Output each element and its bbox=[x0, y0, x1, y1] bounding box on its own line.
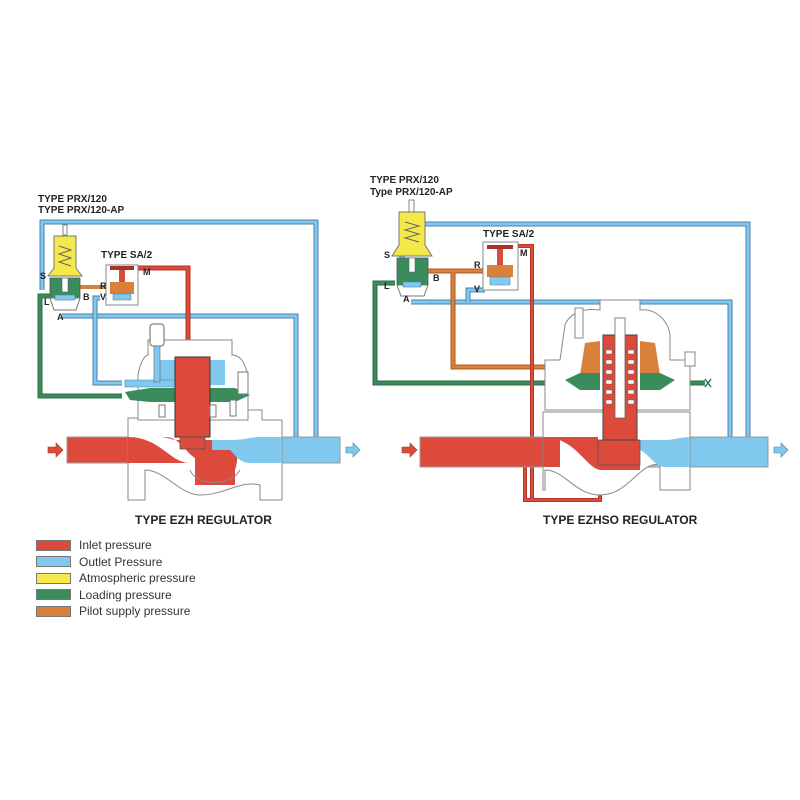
ezh-port-r: R bbox=[100, 281, 107, 291]
ezh-port-l: L bbox=[44, 297, 50, 307]
ezhso-port-l: L bbox=[384, 281, 390, 291]
ezhso-main-pipe bbox=[419, 411, 769, 496]
ezhso-port-m: M bbox=[520, 248, 528, 258]
ezh-prx-label-1: TYPE PRX/120 bbox=[38, 194, 107, 205]
ezhso-caption: TYPE EZHSO REGULATOR bbox=[543, 513, 698, 527]
ezh-loading-line bbox=[37, 293, 122, 399]
legend-swatch-outlet bbox=[36, 556, 71, 568]
ezh-caption: TYPE EZH REGULATOR bbox=[135, 513, 272, 527]
ezhso-port-a: A bbox=[403, 294, 410, 304]
ezhso-sa2-label: TYPE SA/2 bbox=[483, 229, 535, 240]
ezhso-sa2-pilot bbox=[482, 241, 519, 291]
legend-swatch-atmospheric bbox=[36, 572, 71, 584]
ezhso-regulator-diagram: TYPE PRX/120 Type PRX/120-AP TYPE SA/2 S… bbox=[370, 175, 789, 527]
ezhso-loading-line bbox=[372, 280, 705, 386]
ezhso-vent-valve-icon bbox=[704, 378, 712, 388]
legend-item-loading: Loading pressure bbox=[36, 587, 196, 604]
ezh-port-s: S bbox=[40, 271, 46, 281]
ezhso-prx-label-2: Type PRX/120-AP bbox=[370, 187, 453, 198]
ezh-outlet-lines bbox=[39, 219, 319, 438]
ezh-port-m: M bbox=[143, 267, 151, 277]
ezhso-port-s: S bbox=[384, 250, 390, 260]
legend-label: Outlet Pressure bbox=[79, 554, 163, 569]
ezhso-actuator bbox=[544, 299, 712, 441]
ezh-port-a: A bbox=[57, 312, 64, 322]
ezh-port-b: B bbox=[83, 292, 90, 302]
ezhso-port-r: R bbox=[474, 260, 481, 270]
ezh-sa2-label: TYPE SA/2 bbox=[101, 250, 153, 261]
ezh-sa2-pilot bbox=[105, 264, 139, 306]
legend-item-inlet: Inlet pressure bbox=[36, 537, 196, 554]
legend-item-atmospheric: Atmospheric pressure bbox=[36, 570, 196, 587]
legend: Inlet pressure Outlet Pressure Atmospher… bbox=[36, 537, 196, 620]
ezhso-port-v: V bbox=[474, 284, 480, 294]
legend-item-outlet: Outlet Pressure bbox=[36, 554, 196, 571]
ezhso-prx-label-1: TYPE PRX/120 bbox=[370, 175, 439, 186]
ezhso-spring-icon bbox=[605, 349, 635, 405]
ezh-actuator bbox=[124, 323, 250, 450]
legend-item-pilot-supply: Pilot supply pressure bbox=[36, 603, 196, 620]
ezhso-prx-pilot bbox=[391, 199, 433, 297]
ezh-inlet-arrow-icon bbox=[47, 442, 64, 458]
ezh-inlet-line bbox=[130, 265, 191, 360]
legend-swatch-pilot-supply bbox=[36, 605, 71, 617]
ezhso-port-b: B bbox=[433, 273, 440, 283]
legend-swatch-inlet bbox=[36, 539, 71, 551]
ezh-prx-label-2: TYPE PRX/120-AP bbox=[38, 205, 124, 216]
ezh-port-v: V bbox=[100, 292, 106, 302]
ezh-prx-pilot bbox=[47, 224, 83, 311]
legend-label: Loading pressure bbox=[79, 587, 172, 602]
ezhso-inlet-arrow-icon bbox=[401, 442, 418, 458]
ezh-main-pipe bbox=[66, 403, 341, 501]
legend-label: Atmospheric pressure bbox=[79, 571, 196, 586]
ezhso-outlet-arrow-icon bbox=[773, 442, 789, 458]
legend-swatch-loading bbox=[36, 589, 71, 601]
ezh-regulator-diagram: TYPE PRX/120 TYPE PRX/120-AP TYPE SA/2 S… bbox=[37, 194, 361, 527]
legend-label: Inlet pressure bbox=[79, 538, 152, 553]
ezh-outlet-arrow-icon bbox=[345, 442, 361, 458]
ezhso-pilot-supply-line bbox=[418, 268, 580, 370]
legend-label: Pilot supply pressure bbox=[79, 604, 191, 619]
